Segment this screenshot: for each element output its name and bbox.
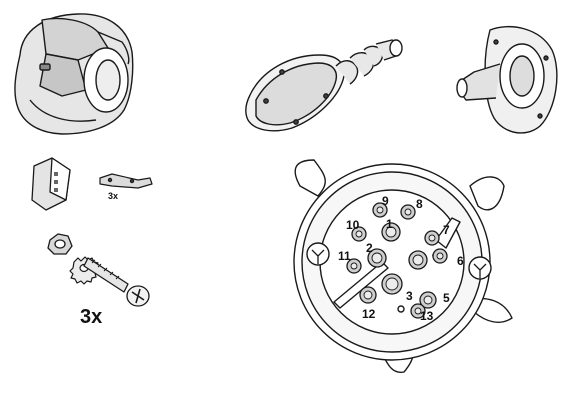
pin-socket-center-3 (385, 277, 399, 291)
pin-socket-center-4 (412, 254, 424, 266)
pin-socket-center-2 (371, 252, 383, 264)
mounting-flange (456, 26, 558, 134)
seal-block (31, 157, 71, 211)
pin-label-13: 13 (420, 309, 434, 323)
screw-quantity-label: 3x (80, 306, 102, 328)
pin-label-5: 5 (443, 291, 450, 305)
pin-label-3: 3 (406, 289, 413, 303)
clip-quantity-label: 3x (108, 191, 118, 201)
pin-insert (293, 159, 513, 374)
cable-boot (245, 39, 403, 132)
pin-label-9: 9 (382, 194, 389, 208)
pin-label-12: 12 (362, 307, 376, 321)
pin-socket-center-7 (428, 234, 436, 242)
pin-socket-center-12 (363, 290, 373, 300)
pin-label-1: 1 (386, 217, 393, 231)
pin-socket-center-8 (404, 208, 412, 216)
pin-socket-center-11 (350, 262, 358, 270)
pin-label-10: 10 (346, 218, 360, 232)
pin-socket-center-5 (423, 295, 433, 305)
screw (83, 257, 150, 307)
socket-housing (14, 13, 134, 135)
pin-socket-center-6 (436, 252, 444, 260)
pin-label-11: 11 (338, 249, 351, 263)
pin-label-7: 7 (443, 223, 450, 237)
pin-socket-center-13 (414, 307, 422, 315)
pin-socket-center-10 (355, 230, 363, 238)
pin-socket-center-1 (385, 226, 397, 238)
pin-label-6: 6 (457, 254, 464, 268)
hex-nut (47, 233, 73, 255)
pin-socket-center-9 (376, 206, 384, 214)
pin-layer: 12345678910111213 (338, 194, 464, 323)
pin-label-8: 8 (416, 197, 423, 211)
pin-label-2: 2 (366, 241, 373, 255)
terminal-clip (99, 173, 153, 189)
